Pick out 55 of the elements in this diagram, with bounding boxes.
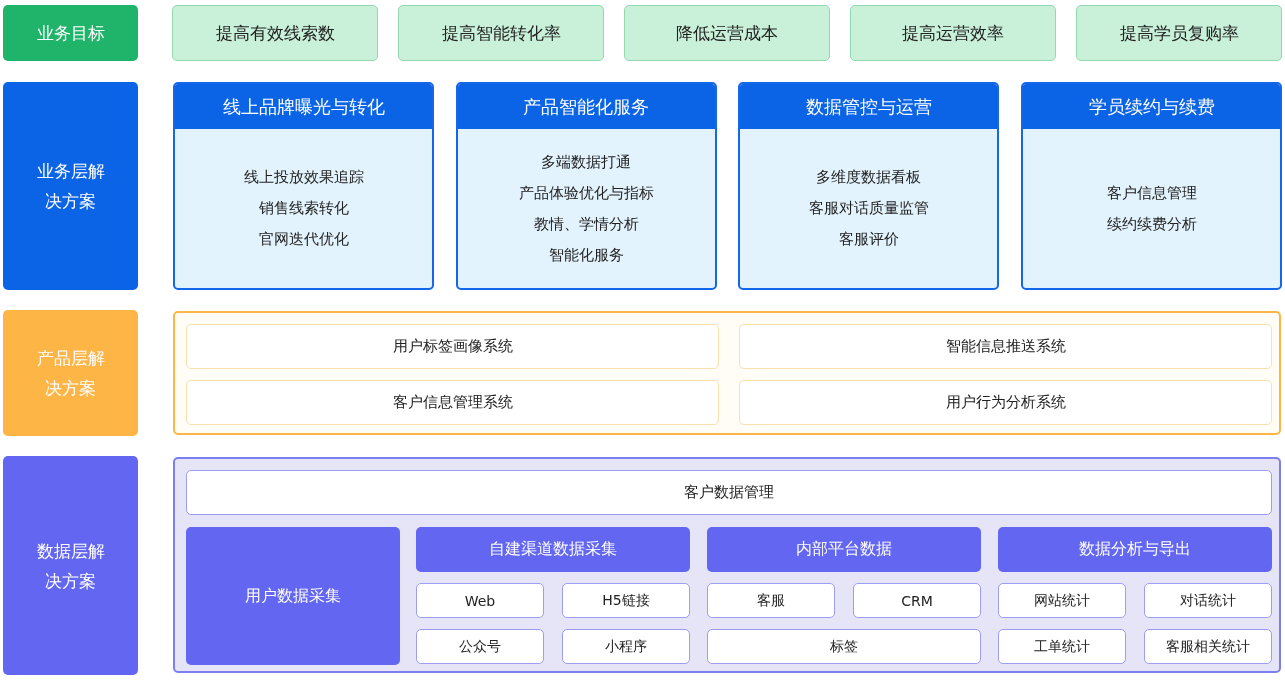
goal-box: 提高智能转化率 bbox=[398, 5, 604, 61]
group-header: 内部平台数据 bbox=[707, 527, 981, 572]
solution-card bbox=[1021, 82, 1283, 290]
data-item: 客服相关统计 bbox=[1144, 629, 1272, 664]
data-item: 标签 bbox=[707, 629, 981, 664]
layer-panel bbox=[173, 457, 1281, 673]
data-item: Web bbox=[416, 583, 544, 618]
data-box: 用户数据采集 bbox=[186, 527, 400, 665]
layer-panel bbox=[173, 311, 1281, 435]
layer-label bbox=[3, 82, 138, 290]
card-header: 产品智能化服务 bbox=[457, 84, 715, 129]
solution-item: 客服对话质量监管 bbox=[808, 199, 929, 218]
solution-item: 多维度数据看板 bbox=[815, 168, 923, 187]
layer-label bbox=[3, 310, 138, 436]
solution-item: 销售线索转化 bbox=[257, 199, 350, 218]
data-item: H5链接 bbox=[562, 583, 690, 618]
data-item: 小程序 bbox=[562, 629, 690, 664]
data-item: 工单统计 bbox=[998, 629, 1126, 664]
group-header: 数据分析与导出 bbox=[998, 527, 1272, 572]
solution-item: 多端数据打通 bbox=[540, 152, 633, 172]
solution-item: 教情、学情分析 bbox=[532, 214, 640, 234]
system-box: 智能信息推送系统 bbox=[739, 324, 1272, 369]
data-item: 对话统计 bbox=[1144, 583, 1272, 618]
solution-item: 智能化服务 bbox=[547, 245, 625, 265]
solution-card bbox=[738, 82, 1000, 290]
data-item: CRM bbox=[853, 583, 981, 618]
solution-item: 官网迭代优化 bbox=[257, 230, 350, 249]
solution-item: 续约续费分析 bbox=[1106, 214, 1197, 234]
solution-card bbox=[173, 82, 434, 290]
system-box: 用户行为分析系统 bbox=[739, 380, 1272, 425]
layer-label bbox=[3, 5, 138, 61]
system-box: 用户标签画像系统 bbox=[186, 324, 719, 369]
solution-card bbox=[455, 82, 717, 290]
solution-item: 客户信息管理 bbox=[1106, 183, 1197, 203]
card-header: 学员续约与续费 bbox=[1023, 84, 1281, 129]
layer-label bbox=[3, 456, 138, 675]
data-item: 客服 bbox=[707, 583, 835, 618]
layer-title: 业务层解决方案 bbox=[35, 160, 106, 213]
system-box: 客户信息管理系统 bbox=[186, 380, 719, 425]
data-box: 客户数据管理 bbox=[186, 470, 1272, 515]
layer-title: 业务目标 bbox=[35, 22, 106, 45]
layer-title: 数据层解决方案 bbox=[35, 539, 106, 593]
solution-item: 客服评价 bbox=[837, 230, 900, 249]
card-header: 线上品牌曝光与转化 bbox=[175, 84, 432, 129]
solution-item: 产品体验优化与指标 bbox=[518, 183, 654, 203]
card-header: 数据管控与运营 bbox=[740, 84, 998, 129]
group-header: 自建渠道数据采集 bbox=[416, 527, 690, 572]
layer-title: 产品层解决方案 bbox=[35, 347, 106, 400]
goal-box: 提高有效线索数 bbox=[172, 5, 378, 61]
goal-box: 降低运营成本 bbox=[624, 5, 830, 61]
data-item: 公众号 bbox=[416, 629, 544, 664]
goal-box: 提高运营效率 bbox=[850, 5, 1056, 61]
solution-item: 线上投放效果追踪 bbox=[243, 168, 364, 187]
goal-box: 提高学员复购率 bbox=[1076, 5, 1282, 61]
data-item: 网站统计 bbox=[998, 583, 1126, 618]
